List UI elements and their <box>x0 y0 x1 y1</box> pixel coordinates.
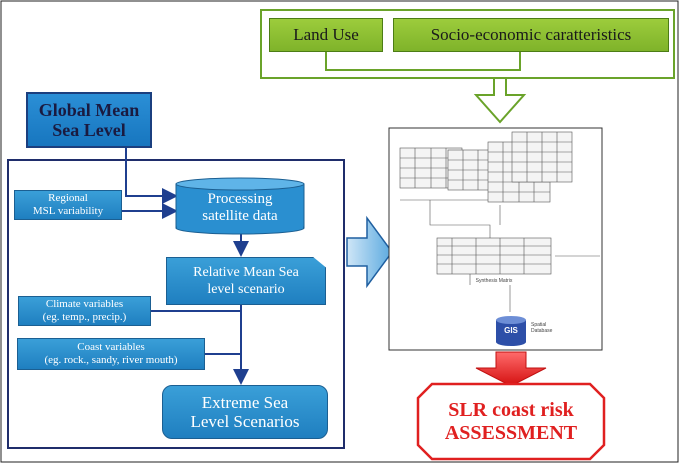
land-use-connector <box>325 52 500 71</box>
socio-connector <box>500 52 521 71</box>
green-down-arrow <box>473 77 527 124</box>
relative-msl-label: Relative Mean Sea level scenario <box>193 265 299 297</box>
climate-vars-box: Climate variables (eg. temp., precip.) <box>18 296 151 326</box>
gis-cylinder-shape <box>496 316 526 346</box>
red-down-arrow <box>475 351 547 387</box>
big-right-arrow <box>346 215 393 289</box>
arrow-global-to-processing <box>125 148 178 204</box>
gis-label: GIS <box>504 326 518 335</box>
socio-economic-label: Socio-economic caratteristics <box>430 25 632 44</box>
green-frame <box>260 9 675 79</box>
relative-msl-box: Relative Mean Sea level scenario <box>166 257 326 305</box>
extreme-sea-level-box: Extreme Sea Level Scenarios <box>162 385 328 439</box>
socio-economic-box: Socio-economic caratteristics <box>393 18 669 52</box>
slr-octagon <box>416 382 606 461</box>
regional-msl-label: Regional MSL variability <box>32 192 104 217</box>
extreme-sea-level-label: Extreme Sea Level Scenarios <box>190 393 300 431</box>
synthesis-matrix-label: Synthesis Matrix <box>475 278 513 284</box>
spatial-database-label: Spatial Database <box>531 322 553 334</box>
regional-msl-box: Regional MSL variability <box>14 190 122 220</box>
coast-vars-box: Coast variables (eg. rock., sandy, river… <box>17 338 205 370</box>
climate-vars-label: Climate variables (eg. temp., precip.) <box>42 298 127 323</box>
processing-box: Processing satellite data <box>178 187 302 229</box>
global-msl-label: Global Mean Sea Level <box>38 100 140 140</box>
land-use-label: Land Use <box>293 25 359 44</box>
matrix-connector-lines <box>400 199 600 312</box>
slr-risk-label: SLR coast risk ASSESSMENT <box>444 399 578 444</box>
matrix-grids <box>399 131 573 275</box>
navy-frame <box>7 159 345 449</box>
global-msl-box: Global Mean Sea Level <box>26 92 152 148</box>
land-use-box: Land Use <box>269 18 383 52</box>
slr-risk-box: SLR coast risk ASSESSMENT <box>420 388 602 456</box>
coast-vars-label: Coast variables (eg. rock., sandy, river… <box>44 341 178 366</box>
processing-label: Processing satellite data <box>202 191 278 224</box>
